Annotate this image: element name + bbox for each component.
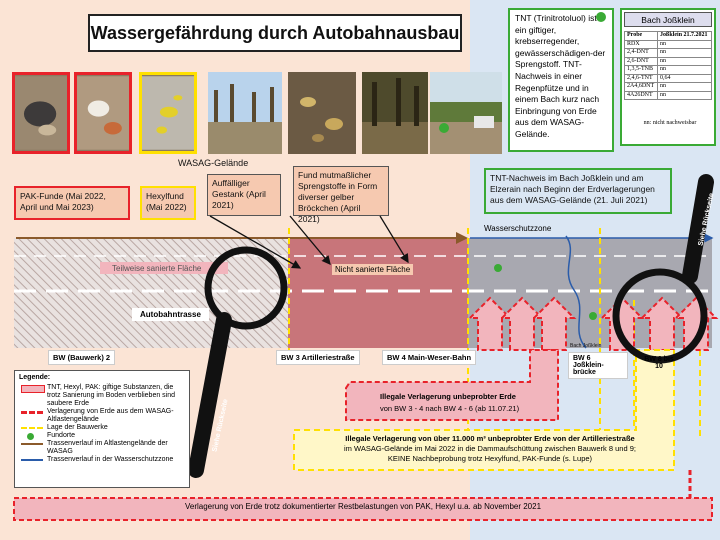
nicht-sanierte-label: Nicht sanierte Fläche xyxy=(332,264,414,275)
legend-swatch-icon xyxy=(21,401,43,407)
table-cell: 4A26DNT xyxy=(623,90,659,100)
legend-item-label: Fundorte xyxy=(47,432,76,439)
fundort-marker-icon xyxy=(494,264,502,272)
hexyl-finding-box: Hexylfund (Mai 2022) xyxy=(140,186,196,220)
legend-swatch-icon xyxy=(21,443,43,445)
bach-josklein-line xyxy=(565,235,587,349)
sprengstoff-arrow-2 xyxy=(379,215,409,264)
sprengstoff-arrow-1 xyxy=(289,215,331,265)
tnt-note-text: TNT (Trinitrotoluol) ist ein giftiger, k… xyxy=(515,13,606,139)
tnt-nachweis-box: TNT-Nachweis im Bach Joßklein und am Elz… xyxy=(484,168,672,214)
illegal2-line3: KEINE Nachbeprobung trotz Hexylfund, PAK… xyxy=(387,454,593,463)
pak-finding-box: PAK-Funde (Mai 2022, April und Mai 2023) xyxy=(14,186,130,220)
verlagerung-bottom-band xyxy=(13,497,713,521)
bottom-note: Verlagerung von Erde trotz dokumentierte… xyxy=(184,502,542,511)
legend-item: Lage der Bauwerke xyxy=(19,424,185,432)
legend: Legende: TNT, Hexyl, PAK: giftige Substa… xyxy=(14,370,190,488)
photo-wald[interactable] xyxy=(362,72,428,154)
illegal2-note: Illegale Verlagerung von über 11.000 m³ … xyxy=(310,434,670,464)
illegal2-line2: im WASAG-Gelände im Mai 2022 in die Damm… xyxy=(344,444,636,453)
legend-swatch-icon xyxy=(21,411,43,414)
table-cell: nn xyxy=(657,90,712,100)
bw8-label: BW 8 bis 10 xyxy=(644,356,674,370)
wasserschutzzone-band xyxy=(468,238,712,348)
lupe-rechts-icon[interactable] xyxy=(612,174,714,364)
teilweise-sanierte-label: Teilweise sanierte Fläche xyxy=(112,264,202,273)
photo-hexyl[interactable] xyxy=(139,72,197,154)
sprengstoff-finding-box: Fund mutmaßlicher Sprengstoffe in Form d… xyxy=(293,166,389,224)
gestank-arrow xyxy=(209,215,302,269)
verlagerung-arrow xyxy=(639,296,685,351)
legend-swatch-icon xyxy=(21,385,45,393)
legend-item-label: Trassenverlauf im Altlastengelände der W… xyxy=(47,440,168,455)
legend-title: Legende: xyxy=(19,374,51,381)
illegal2-line1: Illegale Verlagerung von über 11.000 m³ … xyxy=(345,434,635,443)
legend-item-label: Lage der Bauwerke xyxy=(47,424,108,431)
photo-gestank[interactable] xyxy=(208,72,282,154)
verlagerung-bw3-bw6 xyxy=(345,349,559,421)
sanierte-flaeche-band xyxy=(14,238,288,348)
legend-item: Trassenverlauf in der Wasserschutzzone xyxy=(19,456,185,464)
wasserschutzzone-label: Wasserschutzzone xyxy=(484,224,552,233)
autobahntrasse-label: Autobahntrasse xyxy=(132,308,209,321)
legend-item: TNT, Hexyl, PAK: giftige Substanzen, die… xyxy=(19,384,185,400)
fundort-marker-icon xyxy=(596,12,606,22)
nicht-sanierte-flaeche-band xyxy=(288,238,468,348)
bw3-label: BW 3 Artilleriestraße xyxy=(276,350,360,365)
legend-item-label: Verlagerung von Erde aus dem WASAG- Altl… xyxy=(47,408,174,423)
legend-swatch-icon xyxy=(21,427,43,429)
verlagerung-arrow xyxy=(531,296,577,351)
legend-item: Trassenverlauf im Altlastengelände der W… xyxy=(19,440,185,456)
bach-josklein-label: Bach Joßklein xyxy=(570,343,602,349)
teilweise-sanierte-marker xyxy=(100,262,228,274)
lupe-links-icon[interactable] xyxy=(188,246,288,478)
illegal1-title: Illegale Verlagerung unbeprobter Erde xyxy=(380,392,516,401)
legend-swatch-icon xyxy=(21,459,43,461)
bw4-label: BW 4 Main-Weser-Bahn xyxy=(382,350,477,365)
bw2-label: BW (Bauwerk) 2 xyxy=(48,350,116,365)
legend-item-label: TNT, Hexyl, PAK: giftige Substanzen, die… xyxy=(47,384,176,399)
verlagerung-arrow xyxy=(499,296,545,351)
table-header-row: Probe Joßklein 21.7.2021 xyxy=(623,31,712,41)
page-title: Wassergefährdung durch Autobahnausbau xyxy=(88,14,462,52)
bach-table-title: Bach Joßklein xyxy=(624,12,712,27)
bw6-label: BW 6 Joßklein-brücke xyxy=(568,352,628,379)
verlagerung-bw8-bw9 xyxy=(293,349,675,471)
verlagerung-arrow xyxy=(467,296,513,351)
bach-footnote: nn: nicht nachweisbar xyxy=(643,120,697,126)
legend-item: Verlagerung von Erde aus dem WASAG- Altl… xyxy=(19,408,185,424)
verlagerung-arrow xyxy=(599,296,645,351)
photo-pak-2[interactable] xyxy=(74,72,132,154)
tnt-note: TNT (Trinitrotoluol) ist ein giftiger, k… xyxy=(508,8,614,152)
legend-item-label: saubere Erde xyxy=(47,400,90,407)
legend-item-label: Trassenverlauf in der Wasserschutzzone xyxy=(47,456,174,463)
gestank-finding-box: Auffälliger Gestank (April 2021) xyxy=(207,174,281,216)
legend-item: saubere Erde xyxy=(19,400,185,408)
legend-item: Fundorte xyxy=(19,432,185,440)
fundort-marker-icon xyxy=(589,312,597,320)
photo-sprengstoff[interactable] xyxy=(288,72,356,154)
illegal1-text: von BW 3 - 4 nach BW 4 - 6 (ab 11.07.21) xyxy=(380,404,520,413)
photo-regenpfuetze[interactable] xyxy=(430,72,502,154)
legend-swatch-icon xyxy=(27,433,34,440)
photo-pak-1[interactable] xyxy=(12,72,70,154)
wasag-gelaende-label: WASAG-Gelände xyxy=(178,158,249,168)
